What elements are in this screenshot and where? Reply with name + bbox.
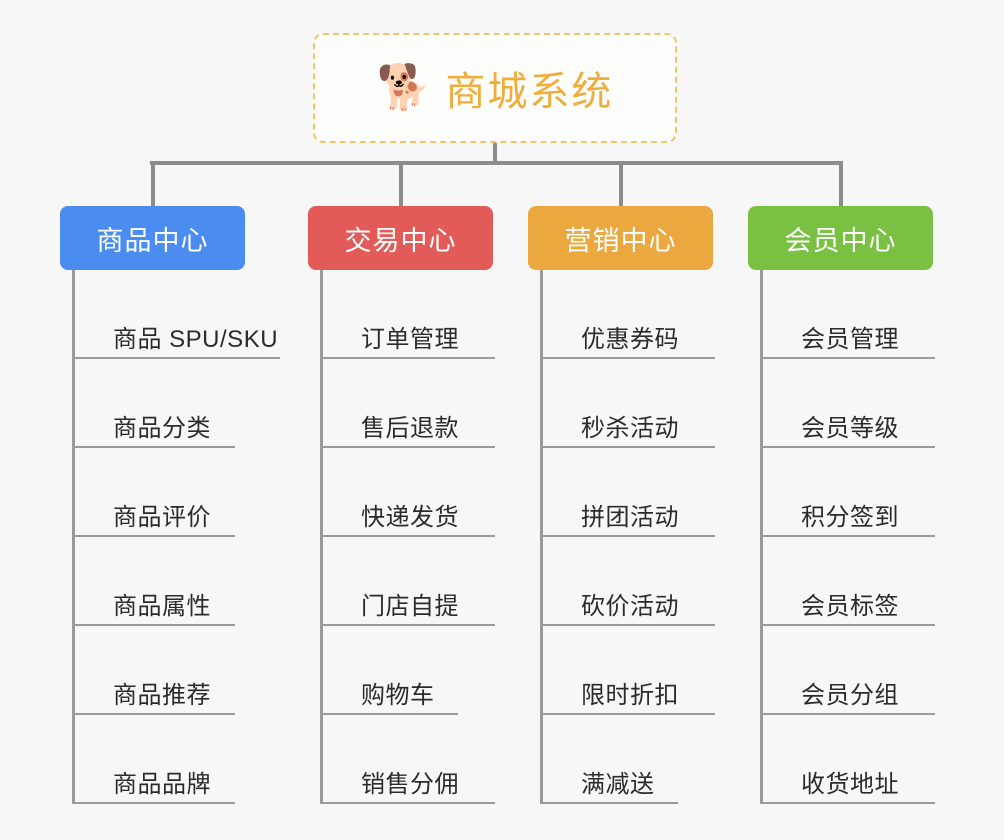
leaf-item-rule [543, 535, 715, 537]
leaf-item-rule [323, 535, 495, 537]
leaf-item-label: 满减送 [581, 770, 655, 798]
shiba-dog-icon: 🐕 [376, 62, 432, 113]
branch-header-label: 交易中心 [344, 225, 457, 256]
leaf-item-rule [763, 713, 935, 715]
connector-stem-trade-center [398, 161, 403, 206]
leaf-item-label: 商品分类 [113, 414, 211, 442]
leaf-item-label: 商品品牌 [113, 770, 211, 798]
leaf-item-rule [323, 624, 495, 626]
leaf-item[interactable]: 会员管理 [763, 270, 935, 359]
leaf-item-rule [323, 713, 458, 715]
leaf-item-label: 拼团活动 [581, 503, 679, 531]
branch-header-marketing-center[interactable]: 营销中心 [528, 206, 713, 270]
leaf-item-label: 销售分佣 [361, 770, 459, 798]
leaf-item-label: 限时折扣 [581, 681, 679, 709]
leaf-item[interactable]: 购物车 [323, 626, 493, 715]
leaf-item-label: 优惠券码 [581, 325, 679, 353]
leaf-item-rule [763, 357, 935, 359]
leaf-item[interactable]: 商品品牌 [75, 715, 245, 804]
leaf-item[interactable]: 优惠券码 [543, 270, 715, 359]
leaf-item-rule [75, 357, 280, 359]
leaf-item-label: 会员等级 [801, 414, 899, 442]
leaf-item-rule [75, 802, 235, 804]
leaf-item-label: 订单管理 [361, 325, 459, 353]
branch-header-trade-center[interactable]: 交易中心 [308, 206, 493, 270]
leaf-item[interactable]: 商品 SPU/SKU [75, 270, 280, 359]
leaf-item-rule [543, 446, 715, 448]
leaf-item-label: 商品属性 [113, 592, 211, 620]
leaf-item[interactable]: 积分签到 [763, 448, 935, 537]
leaf-item[interactable]: 会员等级 [763, 359, 935, 448]
leaf-item-label: 会员管理 [801, 325, 899, 353]
leaf-item-rule [323, 446, 495, 448]
leaf-item[interactable]: 销售分佣 [323, 715, 495, 804]
leaf-item[interactable]: 订单管理 [323, 270, 495, 359]
leaf-item-label: 会员分组 [801, 681, 899, 709]
leaf-item[interactable]: 秒杀活动 [543, 359, 715, 448]
branch-header-label: 会员中心 [784, 225, 897, 256]
leaf-item-rule [543, 624, 715, 626]
leaf-item[interactable]: 快递发货 [323, 448, 495, 537]
leaf-item[interactable]: 商品推荐 [75, 626, 245, 715]
leaf-item-rule [543, 802, 678, 804]
leaf-list-marketing-center: 优惠券码秒杀活动拼团活动砍价活动限时折扣满减送 [540, 270, 715, 804]
branch-header-label: 商品中心 [96, 225, 209, 256]
leaf-item-rule [75, 713, 235, 715]
leaf-item[interactable]: 商品分类 [75, 359, 245, 448]
leaf-item-rule [543, 713, 715, 715]
leaf-item[interactable]: 限时折扣 [543, 626, 715, 715]
leaf-item-rule [323, 357, 495, 359]
leaf-item-label: 售后退款 [361, 414, 459, 442]
branch-member-center: 会员中心会员管理会员等级积分签到会员标签会员分组收货地址 [748, 206, 935, 804]
leaf-item[interactable]: 会员分组 [763, 626, 935, 715]
connector-stem-member-center [838, 161, 843, 206]
leaf-item-rule [763, 446, 935, 448]
root-title: 商城系统 [445, 70, 614, 114]
leaf-item-rule [75, 624, 235, 626]
leaf-item-label: 收货地址 [801, 770, 899, 798]
leaf-item-label: 会员标签 [801, 592, 899, 620]
leaf-item-label: 商品 SPU/SKU [113, 325, 279, 353]
leaf-list-trade-center: 订单管理售后退款快递发货门店自提购物车销售分佣 [320, 270, 495, 804]
leaf-item-label: 积分签到 [801, 503, 899, 531]
leaf-item-rule [323, 802, 495, 804]
leaf-item[interactable]: 收货地址 [763, 715, 935, 804]
branch-product-center: 商品中心商品 SPU/SKU 商品分类商品评价商品属性商品推荐商品品牌 [60, 206, 280, 804]
leaf-item[interactable]: 门店自提 [323, 537, 495, 626]
leaf-item-label: 快递发货 [361, 503, 459, 531]
connector-horizontal-bus [150, 161, 840, 165]
connector-stem-marketing-center [618, 161, 623, 206]
leaf-item[interactable]: 商品属性 [75, 537, 245, 626]
leaf-item[interactable]: 砍价活动 [543, 537, 715, 626]
leaf-item-rule [763, 535, 935, 537]
leaf-item-label: 门店自提 [361, 592, 459, 620]
leaf-item-rule [763, 802, 935, 804]
leaf-item[interactable]: 售后退款 [323, 359, 495, 448]
leaf-list-product-center: 商品 SPU/SKU 商品分类商品评价商品属性商品推荐商品品牌 [72, 270, 280, 804]
leaf-item-rule [75, 535, 235, 537]
leaf-item[interactable]: 会员标签 [763, 537, 935, 626]
leaf-item[interactable]: 满减送 [543, 715, 713, 804]
branch-header-label: 营销中心 [564, 225, 677, 256]
branch-header-product-center[interactable]: 商品中心 [60, 206, 245, 270]
connector-root-stem [493, 143, 497, 165]
leaf-item-label: 商品评价 [113, 503, 211, 531]
leaf-item-label: 砍价活动 [581, 592, 679, 620]
branch-trade-center: 交易中心订单管理售后退款快递发货门店自提购物车销售分佣 [308, 206, 495, 804]
leaf-item[interactable]: 拼团活动 [543, 448, 715, 537]
leaf-list-member-center: 会员管理会员等级积分签到会员标签会员分组收货地址 [760, 270, 935, 804]
root-node[interactable]: 🐕 商城系统 [313, 33, 677, 143]
branch-marketing-center: 营销中心优惠券码秒杀活动拼团活动砍价活动限时折扣满减送 [528, 206, 715, 804]
leaf-item-rule [75, 446, 235, 448]
leaf-item-label: 秒杀活动 [581, 414, 679, 442]
leaf-item-label: 购物车 [361, 681, 435, 709]
leaf-item-rule [543, 357, 715, 359]
leaf-item-label: 商品推荐 [113, 681, 211, 709]
connector-stem-product-center [150, 161, 155, 206]
leaf-item[interactable]: 商品评价 [75, 448, 245, 537]
leaf-item-rule [763, 624, 935, 626]
branch-header-member-center[interactable]: 会员中心 [748, 206, 933, 270]
